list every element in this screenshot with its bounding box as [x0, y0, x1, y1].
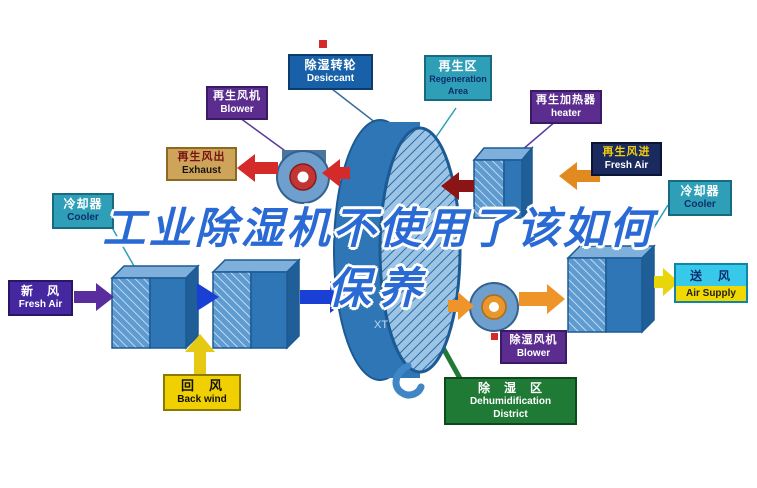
- label-regeneration-inlet: 再生风进 Fresh Air: [591, 142, 662, 177]
- label-air-supply: 送 风 Air Supply: [674, 263, 748, 303]
- label-en: Regeneration Area: [429, 74, 487, 96]
- label-en-line1: Dehumidification: [469, 396, 552, 407]
- label-zh: 冷却器: [680, 184, 720, 198]
- arrow-fan-to-exhaust: [237, 154, 278, 182]
- title-line-1: 工业除湿机不使用了该如何: [102, 205, 655, 253]
- label-cooler-left: 冷却器 Cooler: [52, 193, 114, 229]
- label-zh: 新 风: [20, 284, 60, 298]
- label-regeneration-heater: 再生加热器 heater: [530, 90, 602, 125]
- label-en: Blower: [220, 103, 254, 115]
- arrow-unit-a-to-b: [197, 283, 219, 311]
- watermark-text: XT: [374, 319, 388, 331]
- label-fresh-air: 新 风 Fresh Air: [8, 280, 73, 316]
- label-zh: 再生风进: [602, 146, 651, 158]
- label-zh: 冷却器: [63, 197, 103, 211]
- label-zh: 送 风: [676, 265, 746, 286]
- label-zh: 回 风: [180, 378, 223, 393]
- arrow-regen-inlet: [559, 162, 600, 190]
- air-unit-middle: [211, 258, 301, 350]
- leader-lines: [109, 88, 669, 384]
- overlay-title: 工业除湿机不使用了该如何 保养: [0, 194, 757, 316]
- label-zh: 除湿风机: [509, 334, 558, 346]
- leader-line: [639, 204, 669, 251]
- arrow-to-wheel: [300, 281, 352, 313]
- arrow-wheel-to-fan: [448, 292, 474, 320]
- label-zh: 再生区: [438, 59, 478, 73]
- leader-line: [109, 223, 135, 267]
- wheel-face: [378, 126, 462, 374]
- label-zh: 除 湿 区: [477, 381, 543, 395]
- arrow-return-air-up: [185, 334, 215, 374]
- label-en-line2: District: [493, 408, 528, 420]
- label-zh: 再生风出: [177, 151, 226, 163]
- leader-line: [521, 120, 557, 151]
- label-en: Back wind: [177, 394, 227, 406]
- air-unit-left: [110, 264, 200, 350]
- label-zh: 除湿转轮: [304, 58, 357, 72]
- label-en: Fresh Air: [604, 159, 649, 171]
- label-en: Cooler: [684, 199, 716, 210]
- label-zh: 再生加热器: [536, 94, 596, 106]
- label-en: Air Supply: [676, 286, 746, 301]
- arrow-unit-to-wheel-regen: [441, 172, 474, 200]
- label-desiccant-wheel: 除湿转轮 Desiccant: [288, 54, 373, 90]
- label-regeneration-area: 再生区 Regeneration Area: [424, 55, 492, 102]
- regeneration-fan: [276, 150, 330, 204]
- label-dehumidification-district: 除 湿 区 Dehumidification District: [444, 377, 577, 425]
- leader-line: [239, 117, 289, 154]
- label-exhaust: 再生风出 Exhaust: [166, 147, 237, 182]
- label-en: Fresh Air: [18, 299, 63, 310]
- label-dehumidification-blower: 除湿风机 Blower: [500, 330, 567, 365]
- title-line-2: 保养: [327, 265, 430, 313]
- arrow-air-supply-out: [654, 268, 679, 296]
- leader-line: [433, 107, 457, 141]
- desiccant-wheel-shape: XT: [333, 119, 462, 399]
- label-en: Blower: [516, 347, 551, 359]
- air-unit-right: [566, 244, 656, 334]
- label-en: Desiccant: [306, 73, 355, 84]
- label-cooler-right: 冷却器 Cooler: [668, 180, 732, 216]
- arrow-wheel-to-regen-fan: [322, 159, 350, 187]
- pin-marker: [491, 333, 498, 340]
- label-zh: 再生风机: [213, 90, 261, 102]
- label-regeneration-blower: 再生风机 Blower: [206, 86, 268, 121]
- arrow-fresh-air-in: [74, 283, 114, 311]
- arrow-fan-to-unit: [519, 284, 565, 314]
- flow-arrows: [74, 154, 679, 374]
- dehumidification-fan: [469, 282, 519, 332]
- label-back-wind: 回 风 Back wind: [163, 374, 241, 411]
- label-en: Cooler: [67, 212, 99, 223]
- pin-marker: [319, 40, 327, 48]
- wheel-drain-hook: [392, 362, 425, 399]
- label-en: heater: [550, 107, 581, 119]
- label-en: Exhaust: [182, 164, 221, 176]
